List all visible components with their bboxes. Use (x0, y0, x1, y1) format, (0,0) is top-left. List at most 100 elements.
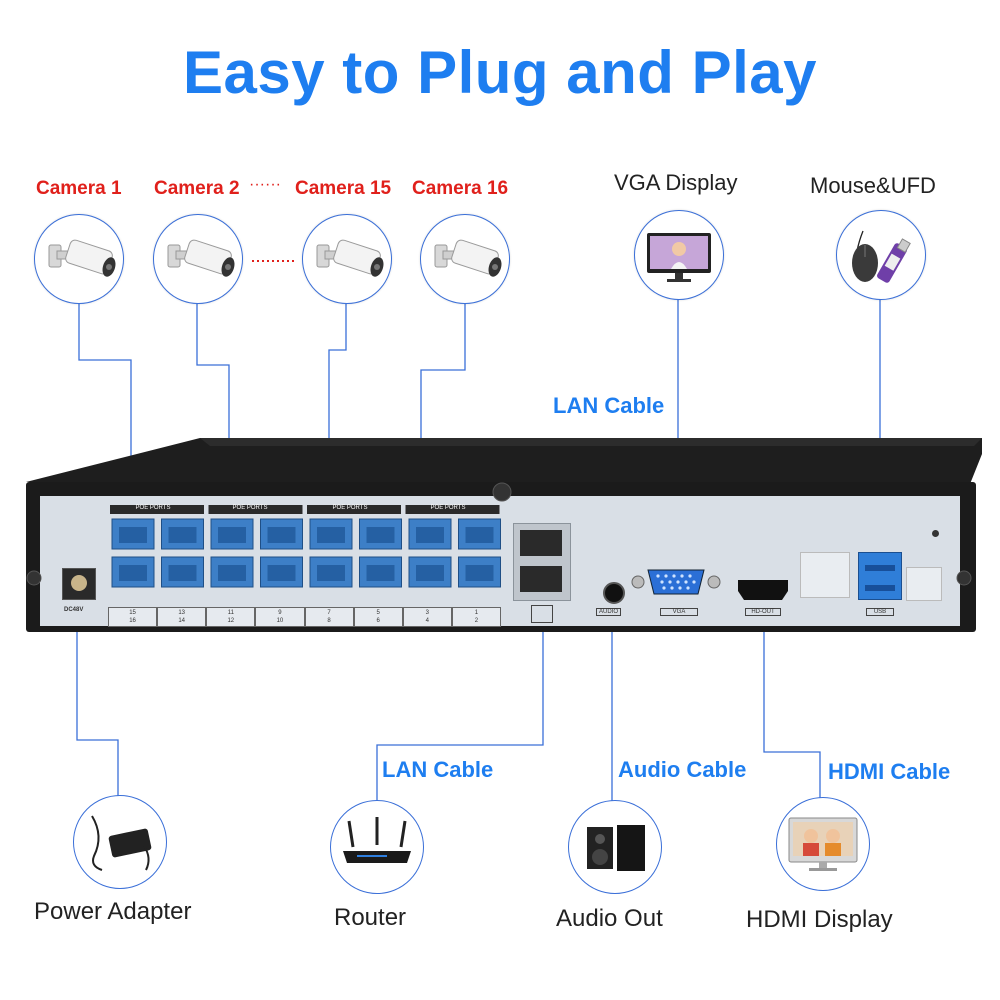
poe-ports-label-3: POE PORTS (332, 505, 368, 511)
lan-uplink-ports (513, 523, 571, 601)
poe-port-socket (465, 527, 494, 543)
mouse-icon (852, 230, 878, 282)
usb-label: USB (866, 608, 894, 616)
reset-hole (932, 530, 939, 537)
camera-2-label: Camera 2 (154, 178, 240, 199)
bullet-camera-icon (434, 239, 502, 277)
blank-plate-1 (800, 552, 850, 598)
mouse-ufd-label: Mouse&UFD (810, 173, 936, 198)
bullet-camera-icon (48, 239, 116, 277)
poe-port-socket (366, 527, 395, 543)
audio-cable-label: Audio Cable (618, 757, 747, 782)
poe-port-socket (168, 527, 197, 543)
camera-15-line (328, 304, 347, 525)
dc-power-jack (62, 568, 96, 600)
camera-15-circle (302, 214, 392, 304)
hdmi-monitor-icon (788, 817, 858, 871)
camera-1-circle (34, 214, 124, 304)
hdmi-display-circle (776, 797, 870, 891)
vga-connector-graphic (631, 569, 721, 595)
audio-label: AUDIO (596, 608, 622, 616)
port-number-bottom: 14 (178, 618, 186, 624)
poe-group-header (208, 505, 303, 514)
router-icon (343, 817, 411, 863)
hdmi-line (763, 590, 821, 810)
poe-port-socket (218, 527, 246, 543)
port-number-bottom: 12 (227, 618, 235, 624)
usb-ports (858, 552, 902, 600)
poe-port-socket (317, 527, 345, 543)
hdout-label: HD-OUT (745, 608, 781, 616)
audio-jack (603, 582, 625, 604)
lan-network-icon (531, 605, 553, 623)
page-title: Easy to Plug and Play (182, 39, 818, 106)
port-number-top: 15 (129, 610, 136, 616)
mouse-ufd-circle (836, 210, 926, 300)
poe-port-socket (465, 565, 494, 581)
poe-port-socket (317, 565, 345, 581)
nvr-top-cover (26, 438, 982, 484)
router-circle (330, 800, 424, 894)
camera-1-line (78, 304, 132, 525)
port-number-bottom: 8 (327, 618, 331, 624)
hdmi-cable-label: HDMI Cable (828, 759, 951, 784)
port-number-top: 11 (227, 610, 234, 616)
lan-cable-label-bottom: LAN Cable (382, 757, 494, 782)
poe-port-socket (119, 527, 147, 543)
poe-ports-graphic (110, 505, 501, 588)
port-number-bottom: 10 (276, 618, 284, 624)
camera-2-circle (153, 214, 243, 304)
port-number-top: 3 (425, 610, 429, 616)
poe-port-socket (366, 565, 395, 581)
port-number-bottom: 16 (129, 618, 136, 624)
audio-out-circle (568, 800, 662, 894)
poe-port-socket (119, 565, 147, 581)
power-adapter-icon (91, 815, 152, 871)
port-number-bottom: 4 (425, 618, 429, 624)
poe-ports-label-1: POE PORTS (135, 505, 171, 511)
camera-16-label: Camera 16 (412, 178, 509, 199)
hdmi-display-label: HDMI Display (746, 906, 893, 933)
lan-cable-label-top: LAN Cable (553, 393, 665, 418)
power-line (76, 578, 119, 820)
poe-group-header (307, 505, 401, 514)
poe-group-header (110, 505, 204, 514)
port-number-bottom: 2 (474, 618, 479, 624)
vga-display-circle (634, 210, 724, 300)
mouse-usb-graphic (852, 230, 911, 283)
bullet-camera-icon (167, 239, 235, 277)
poe-group-header (405, 505, 500, 514)
blank-plate-2 (906, 567, 942, 601)
power-adapter-label: Power Adapter (34, 898, 192, 925)
port-number-top: 1 (474, 610, 479, 616)
poe-ports-label-2: POE PORTS (232, 505, 268, 511)
camera-1-label: Camera 1 (36, 178, 122, 199)
usb-drive-icon (877, 238, 911, 283)
port-number-top: 7 (327, 610, 331, 616)
router-line (376, 615, 544, 810)
vga-display-label: VGA Display (614, 170, 738, 195)
dc-label: DC48V (64, 607, 84, 613)
poe-port-socket (218, 565, 246, 581)
port-number-top: 9 (278, 610, 282, 616)
router-label: Router (334, 904, 407, 931)
poe-port-socket (416, 527, 444, 543)
bullet-camera-icon (316, 239, 384, 277)
camera-range-dots: ······ (249, 176, 281, 193)
audio-out-label: Audio Out (556, 905, 663, 932)
port-number-top: 13 (178, 610, 186, 616)
power-adapter-circle (73, 795, 167, 889)
monitor-icon (647, 233, 711, 282)
poe-port-socket (267, 527, 296, 543)
camera-15-label: Camera 15 (295, 178, 392, 199)
speaker-icon (587, 825, 645, 871)
vga-label: VGA (660, 608, 698, 616)
